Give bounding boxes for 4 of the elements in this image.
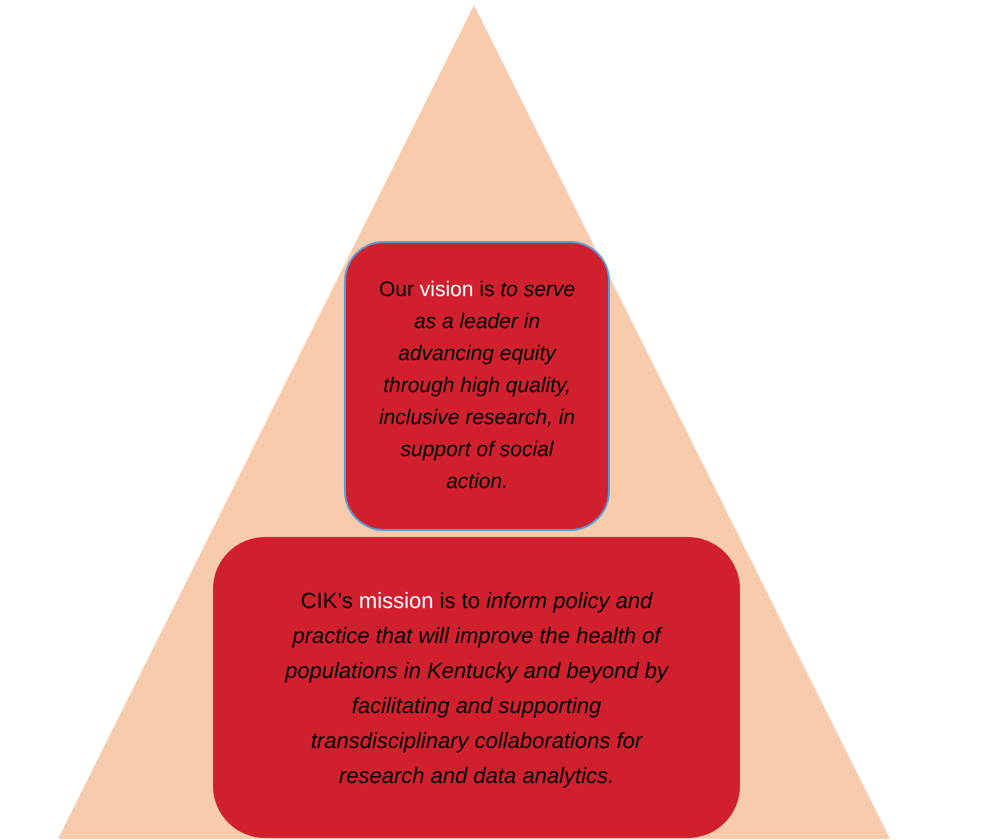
vision-box bbox=[344, 241, 610, 531]
vision-statement: Our vision is to serve as a leader in advancing equity through high quality, inclusive research, in support of social action. bbox=[378, 277, 576, 495]
mission-statement: CIK’s mission is to inform policy and practice that will improve the health of populations in Kentucky and beyond by facilitating and supporting transdisciplinary collaborations for research and data analytics. bbox=[284, 586, 670, 790]
mission-box bbox=[213, 537, 740, 838]
